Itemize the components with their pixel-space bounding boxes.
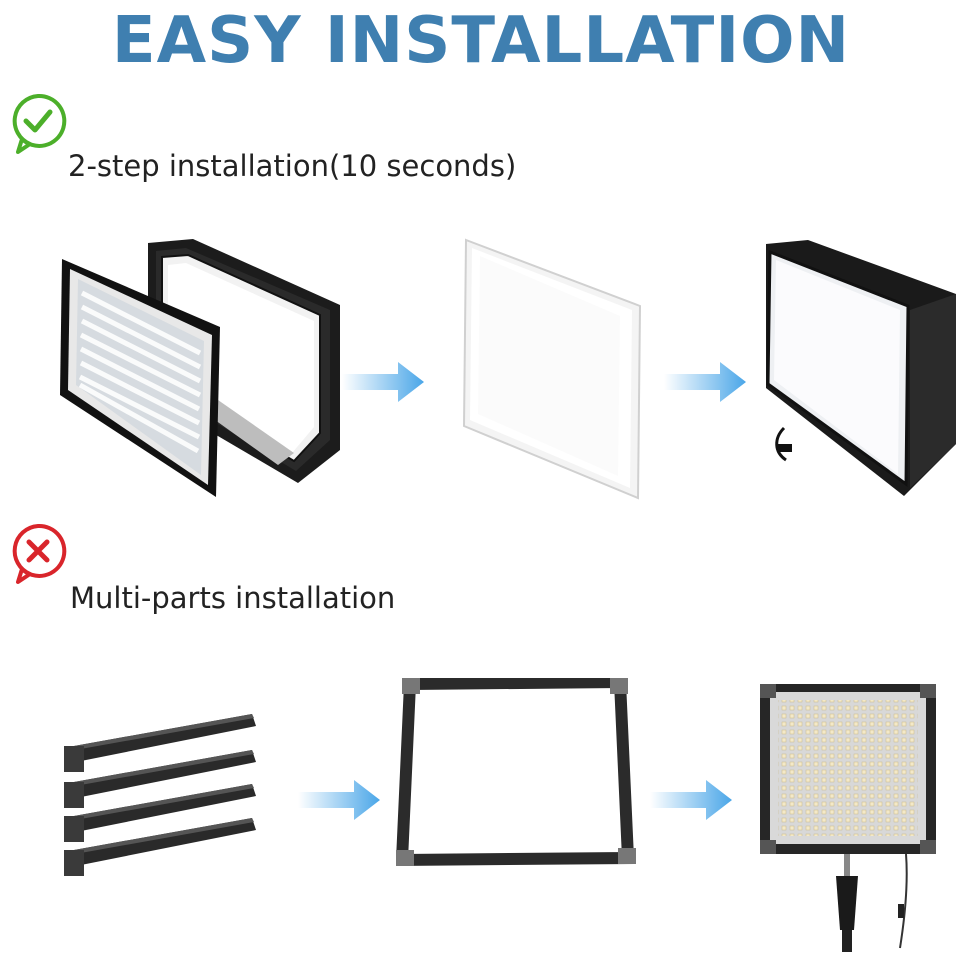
check-bubble-icon	[12, 93, 67, 154]
frame-bars-image	[64, 714, 256, 876]
assembled-softbox-image	[766, 240, 956, 496]
multi-parts-caption: Multi-parts installation	[70, 581, 396, 615]
diffuser-sheet-image	[462, 238, 642, 500]
arrow-right-icon	[650, 780, 732, 820]
softbox-parts-image	[60, 239, 340, 497]
assembled-frame-image	[396, 678, 636, 867]
arrow-right-icon	[298, 780, 380, 820]
arrow-right-icon	[342, 362, 424, 402]
two-step-caption: 2-step installation(10 seconds)	[68, 149, 517, 183]
led-panel-image	[760, 684, 936, 952]
arrow-right-icon	[664, 362, 746, 402]
cross-bubble-icon	[12, 523, 67, 584]
page-title: EASY INSTALLATION	[111, 4, 851, 78]
